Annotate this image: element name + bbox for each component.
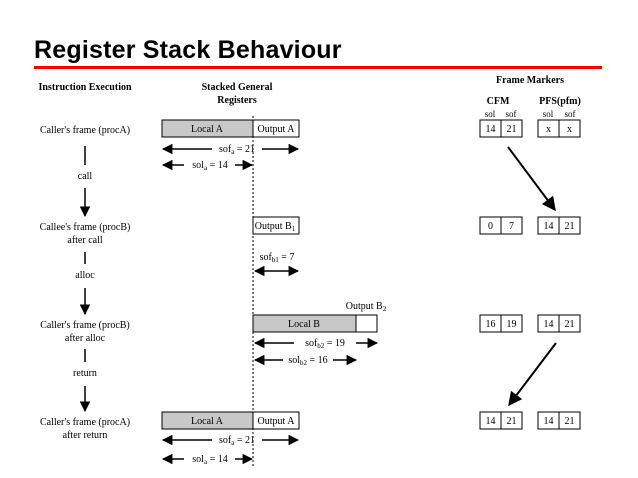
row4-pfs-sol: 14 (544, 416, 554, 427)
row1-pfs-sof: x (567, 124, 572, 135)
row4-sol-label: sola = 14 (192, 454, 227, 466)
row1-local-a-label: Local A (191, 124, 224, 135)
row4-pfs-sof-box (558, 411, 581, 430)
row1-output-a-label: Output A (258, 124, 296, 135)
row3-label-line2: after alloc (65, 333, 106, 344)
row1-cfm-sof-box (500, 119, 523, 138)
row2-output-b1-label: Output B1 (255, 221, 296, 233)
header-pfs-sof: sof (565, 109, 576, 119)
row2-pfs-sof: 21 (565, 221, 575, 232)
step-call-label: call (78, 171, 93, 182)
row3-pfs-sof: 21 (565, 319, 575, 330)
row1-sof-label: sofa = 21 (219, 144, 255, 156)
row4-cfm-sof-box (500, 411, 523, 430)
header-frame-markers: Frame Markers (496, 75, 564, 86)
row2-label-line2: after call (67, 235, 102, 246)
header-instruction-execution: Instruction Execution (38, 82, 132, 93)
step-return-label: return (73, 368, 97, 379)
step-alloc-label: alloc (75, 270, 95, 281)
row4-cfm-sof: 21 (507, 416, 517, 427)
header-pfs: PFS(pfm) (539, 96, 581, 107)
row4-output-a-label: Output A (258, 416, 296, 427)
row2-pfs-sof-box (558, 216, 581, 235)
cfm-to-pfs-arrow (507, 146, 556, 212)
row3-label-line1: Caller's frame (procB) (40, 320, 130, 331)
header-cfm: CFM (487, 96, 510, 107)
row4-label-line2: after return (63, 430, 108, 441)
row3-sol-label: solb2 = 16 (288, 355, 327, 367)
row2-cfm-sol: 0 (488, 221, 493, 232)
pfs-to-cfm-arrow (508, 342, 557, 407)
row1-cfm-sof: 21 (507, 124, 517, 135)
row3-cfm-sof: 19 (507, 319, 517, 330)
row3-pfs-sol: 14 (544, 319, 554, 330)
row4-local-a-label: Local A (191, 416, 224, 427)
row1-pfs-sof-box (558, 119, 581, 138)
row1-pfs-sol: x (546, 124, 551, 135)
row4-cfm-sol: 14 (486, 416, 496, 427)
row2-pfs-sol: 14 (544, 221, 554, 232)
row1-sol-label: sola = 14 (192, 160, 227, 172)
row3-output-b2-label: Output B2 (346, 301, 387, 313)
row1-output-a-box (252, 119, 300, 138)
row4-output-a-box (252, 411, 300, 430)
row2-sof-label: sofb1 = 7 (260, 252, 295, 264)
header-pfs-sol: sol (543, 109, 554, 119)
row4-pfs-sof: 21 (565, 416, 575, 427)
row3-pfs-sof-box (558, 314, 581, 333)
title-underline (34, 66, 602, 69)
row1-cfm-sol: 14 (486, 124, 496, 135)
row3-cfm-sof-box (500, 314, 523, 333)
row3-output-b2-box (355, 314, 378, 333)
row4-sof-label: sofa = 21 (219, 435, 255, 447)
page-title: Register Stack Behaviour (34, 36, 342, 64)
header-cfm-sol: sol (485, 109, 496, 119)
header-stacked-line1: Stacked General (202, 82, 273, 93)
row4-label-line1: Caller's frame (procA) (40, 417, 130, 428)
row2-output-b1-box (252, 216, 300, 235)
row1-label: Caller's frame (procA) (40, 125, 130, 136)
row3-local-b-label: Local B (288, 319, 320, 330)
header-stacked-line2: Registers (217, 95, 257, 106)
row2-cfm-sof-box (500, 216, 523, 235)
header-cfm-sof: sof (506, 109, 517, 119)
row2-cfm-sof: 7 (509, 221, 514, 232)
row2-label-line1: Callee's frame (procB) (40, 222, 131, 233)
row3-cfm-sol: 16 (486, 319, 496, 330)
row3-sof-label: sofb2 = 19 (305, 338, 345, 350)
